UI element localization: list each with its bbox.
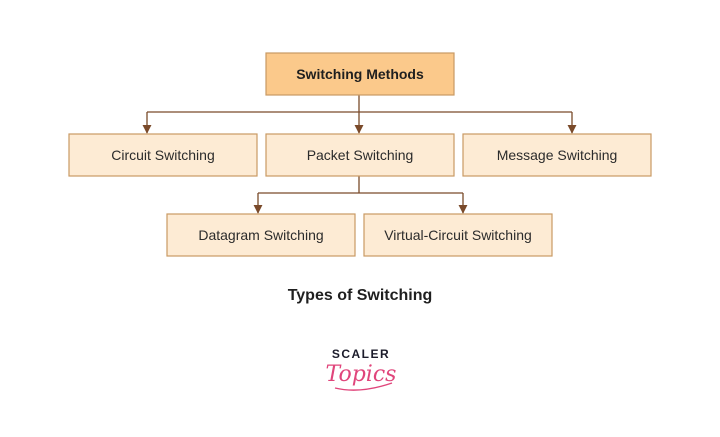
node-message-switching: Message Switching [462,133,652,177]
node-switching-methods: Switching Methods [265,52,455,96]
diagram-caption: Types of Switching [288,287,433,304]
node-packet-switching-label: Packet Switching [307,147,414,163]
node-virtual-circuit-switching: Virtual-Circuit Switching [363,213,553,257]
logo-underline-swash [334,382,393,391]
logo-wordmark: SCALER [332,347,390,361]
node-circuit-switching: Circuit Switching [68,133,258,177]
node-circuit-switching-label: Circuit Switching [111,147,214,163]
node-datagram-switching-label: Datagram Switching [198,227,323,243]
node-datagram-switching: Datagram Switching [166,213,356,257]
scaler-topics-logo: SCALER Topics [326,347,397,391]
node-switching-methods-label: Switching Methods [296,66,424,82]
connectors [142,95,577,214]
node-message-switching-label: Message Switching [497,147,618,163]
node-virtual-circuit-switching-label: Virtual-Circuit Switching [384,227,532,243]
node-packet-switching: Packet Switching [265,133,455,177]
logo-script: Topics [326,362,397,387]
